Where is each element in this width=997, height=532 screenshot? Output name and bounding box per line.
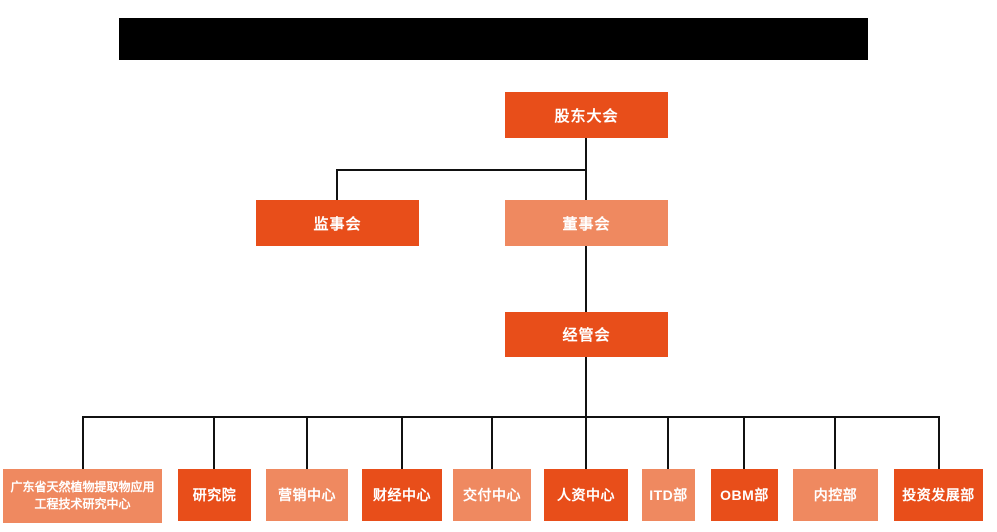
connector-drop-hr-center [585,416,587,469]
org-node-label: 股东大会 [554,107,619,125]
org-node-marketing-center: 营销中心 [266,469,348,521]
redacted-title-bar [119,18,868,60]
connector-drop-finance-center [401,416,403,469]
org-node-label: 营销中心 [278,487,336,503]
connector-directors-to-management [585,246,587,312]
org-node-label: 投资发展部 [902,487,975,503]
org-node-internal-control-dept: 内控部 [793,469,878,521]
org-node-label: 财经中心 [373,487,431,503]
connector-drop-research-institute [213,416,215,469]
connector-drop-internal-control-dept [834,416,836,469]
org-node-finance-center: 财经中心 [362,469,442,521]
org-node-label: 董事会 [562,215,611,233]
org-node-obm-dept: OBM部 [711,469,778,521]
org-node-research-institute: 研究院 [178,469,251,521]
connector-drop-itd-dept [667,416,669,469]
connector-drop-investment-development-dept [938,416,940,469]
org-node-label: OBM部 [720,487,769,503]
connector-drop-marketing-center [306,416,308,469]
org-node-label: 内控部 [813,487,858,503]
org-node-itd-dept: ITD部 [642,469,695,521]
connector-to-board-of-directors [585,169,587,200]
org-node-label: ITD部 [649,487,688,503]
connector-management-down [585,357,587,417]
connector-to-supervisory-board [336,169,338,200]
org-node-board-of-directors: 董事会 [505,200,668,246]
org-node-gd-plant-extract-research-center: 广东省天然植物提取物应用工程技术研究中心 [3,469,162,523]
org-node-label: 广东省天然植物提取物应用工程技术研究中心 [10,479,155,511]
org-node-management-committee: 经管会 [505,312,668,357]
org-node-label: 交付中心 [463,487,521,503]
org-node-supervisory-board: 监事会 [256,200,419,246]
connector-drop-obm-dept [743,416,745,469]
org-node-shareholders-meeting: 股东大会 [505,92,668,138]
org-node-delivery-center: 交付中心 [453,469,531,521]
org-node-hr-center: 人资中心 [544,469,628,521]
connector-bottom-rail [82,416,940,418]
connector-level2-rail [336,169,587,171]
connector-drop-delivery-center [491,416,493,469]
connector-shareholders-down [585,138,587,171]
org-node-label: 研究院 [192,487,237,503]
org-node-label: 监事会 [313,215,362,233]
org-node-investment-development-dept: 投资发展部 [894,469,983,521]
connector-drop-research-center [82,416,84,469]
org-node-label: 经管会 [562,327,611,344]
org-node-label: 人资中心 [557,487,615,503]
